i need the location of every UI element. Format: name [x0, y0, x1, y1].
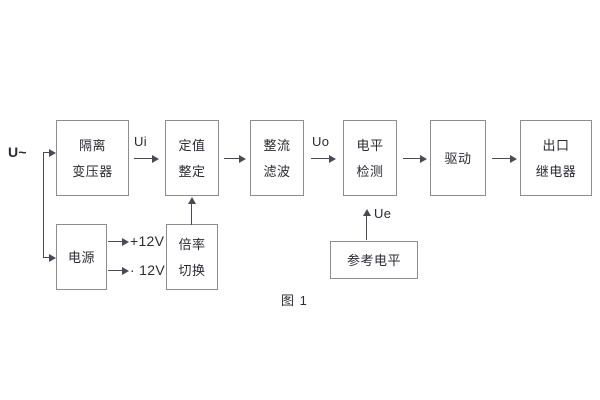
- uo-connector-line: [311, 158, 332, 159]
- setting-to-rectify-arrow-icon: [239, 155, 246, 163]
- ui-signal-label: Ui: [134, 134, 147, 149]
- ue-signal-label: Ue: [374, 206, 392, 221]
- block-line: 定值: [178, 137, 206, 153]
- block-drive: 驱动: [430, 120, 486, 196]
- block-line: 切换: [178, 262, 206, 278]
- block-rectify-filter: 整流 滤波: [250, 120, 304, 196]
- drive-to-relay-arrow-icon: [510, 155, 517, 163]
- input-branch-bottom-line: [43, 257, 53, 258]
- block-line: 检测: [356, 163, 384, 179]
- ui-connector-line: [134, 158, 155, 159]
- drive-to-relay-line: [492, 158, 513, 159]
- multiplier-to-setting-line: [191, 203, 192, 225]
- input-trunk-line: [43, 152, 44, 257]
- input-branch-top-arrow-icon: [49, 149, 56, 157]
- multiplier-to-setting-arrow-icon: [188, 197, 196, 204]
- detect-to-drive-arrow-icon: [420, 155, 427, 163]
- input-branch-bottom-arrow-icon: [49, 254, 56, 262]
- setting-to-rectify-line: [224, 158, 242, 159]
- detect-to-drive-line: [403, 158, 423, 159]
- block-line: 出口: [542, 137, 570, 153]
- block-multiplier-switch: 倍率 切换: [166, 224, 218, 290]
- supply-positive-arrow-icon: [122, 238, 129, 246]
- ue-connector-line: [366, 215, 367, 240]
- block-level-detect: 电平 检测: [343, 120, 397, 196]
- block-line: 滤波: [263, 163, 291, 179]
- block-line: 整流: [263, 137, 291, 153]
- block-isolation-transformer: 隔离 变压器: [56, 120, 129, 196]
- block-line: 整定: [178, 163, 206, 179]
- block-line: 变压器: [72, 163, 113, 179]
- block-line: 电源: [67, 249, 95, 265]
- block-power-supply: 电源: [56, 224, 107, 290]
- block-line: 参考电平: [346, 252, 401, 268]
- block-line: 继电器: [535, 163, 577, 179]
- block-line: 驱动: [444, 150, 472, 166]
- supply-negative-arrow-icon: [122, 267, 129, 275]
- supply-negative-label: · 12V: [130, 262, 165, 278]
- block-line: 隔离: [78, 137, 106, 153]
- ue-arrow-icon: [363, 209, 371, 216]
- input-branch-top-line: [43, 152, 53, 153]
- ui-arrow-icon: [152, 155, 159, 163]
- input-signal-label: U~: [8, 144, 27, 160]
- figure-caption: 图 1: [281, 293, 308, 308]
- supply-negative-line: [108, 270, 125, 271]
- uo-signal-label: Uo: [312, 134, 330, 149]
- block-line: 倍率: [178, 236, 206, 252]
- supply-positive-label: +12V: [130, 233, 165, 249]
- block-reference-level: 参考电平: [330, 241, 418, 279]
- block-output-relay: 出口 继电器: [520, 120, 592, 196]
- supply-positive-line: [108, 241, 125, 242]
- block-setting-value: 定值 整定: [165, 120, 219, 196]
- uo-arrow-icon: [329, 155, 336, 163]
- block-line: 电平: [356, 137, 384, 153]
